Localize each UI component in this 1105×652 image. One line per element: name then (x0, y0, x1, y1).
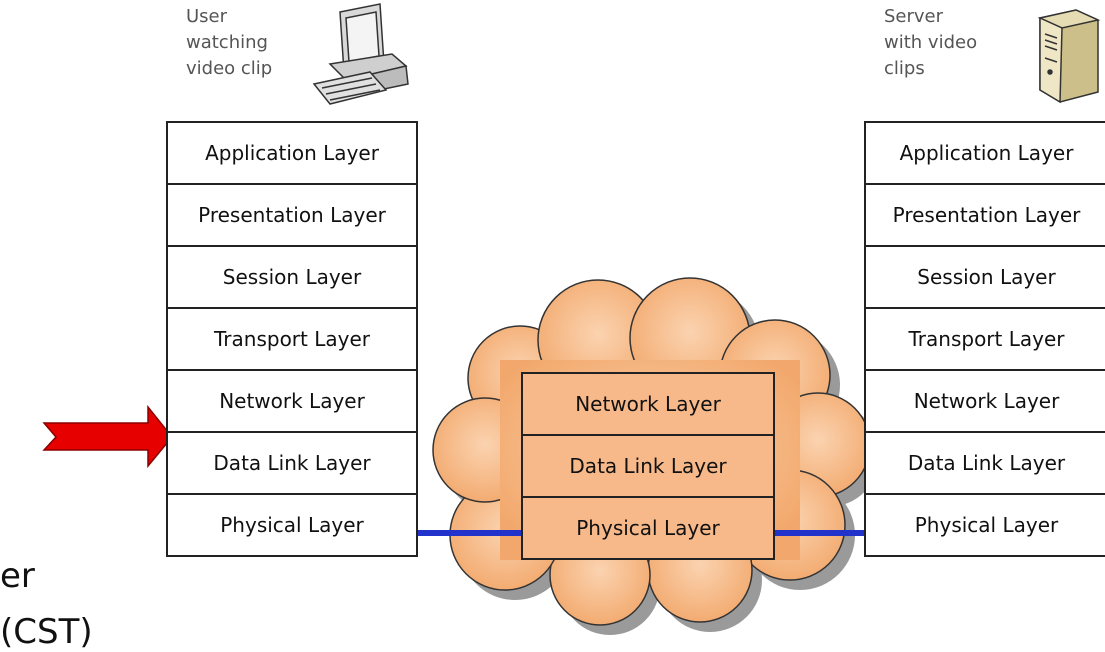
bottom-text-line-1: er (0, 556, 35, 596)
user-session-layer: Session Layer (168, 247, 416, 309)
server-caption: Server with video clips (884, 6, 978, 79)
server-application-layer: Application Layer (866, 123, 1105, 185)
server-network-layer: Network Layer (866, 371, 1105, 433)
server-physical-layer: Physical Layer (866, 495, 1105, 557)
server-transport-layer: Transport Layer (866, 309, 1105, 371)
user-presentation-layer: Presentation Layer (168, 185, 416, 247)
user-application-layer: Application Layer (168, 123, 416, 185)
server-osi-stack: Application Layer Presentation Layer Ses… (864, 121, 1105, 557)
router-network-layer: Network Layer (523, 374, 773, 436)
red-arrow-icon (42, 404, 173, 469)
user-network-layer: Network Layer (168, 371, 416, 433)
server-presentation-layer: Presentation Layer (866, 185, 1105, 247)
user-osi-stack: Application Layer Presentation Layer Ses… (166, 121, 418, 557)
user-physical-layer: Physical Layer (168, 495, 416, 557)
server-session-layer: Session Layer (866, 247, 1105, 309)
router-osi-stack: Network Layer Data Link Layer Physical L… (521, 372, 775, 560)
user-transport-layer: Transport Layer (168, 309, 416, 371)
router-data-link-layer: Data Link Layer (523, 436, 773, 498)
router-physical-layer: Physical Layer (523, 498, 773, 560)
desktop-computer-icon (312, 3, 409, 105)
bottom-text-line-2: (CST) (0, 612, 93, 652)
user-caption: User watching video clip (186, 6, 273, 79)
server-data-link-layer: Data Link Layer (866, 433, 1105, 495)
server-tower-icon (1037, 9, 1101, 104)
user-data-link-layer: Data Link Layer (168, 433, 416, 495)
